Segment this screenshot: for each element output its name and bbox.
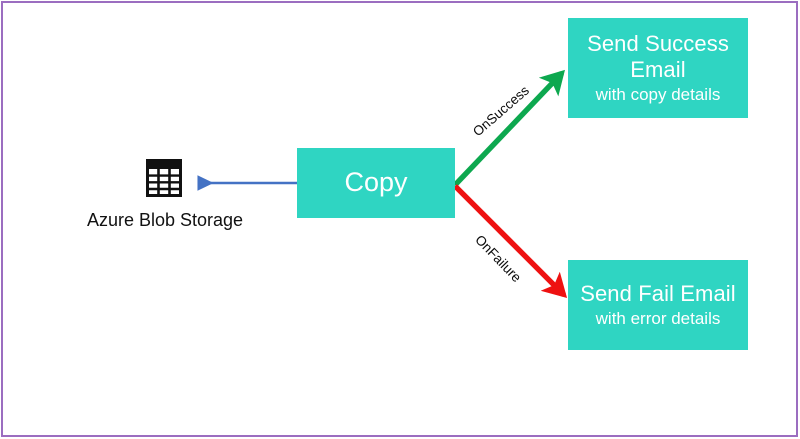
node-copy[interactable]: Copy [297, 148, 455, 218]
azure-blob-storage-node[interactable] [146, 158, 182, 198]
node-send-success-email[interactable]: Send Success Email with copy details [568, 18, 748, 118]
table-grid-icon [146, 159, 182, 197]
node-send-fail-email-label: Send Fail Email [580, 280, 736, 306]
node-send-fail-email-sublabel: with error details [595, 309, 721, 329]
edge-copy-to-failure [453, 184, 568, 299]
node-send-success-email-label: Send Success Email [587, 31, 729, 82]
node-copy-label: Copy [344, 167, 408, 198]
azure-blob-storage-label: Azure Blob Storage [86, 210, 244, 230]
edge-copy-to-success [453, 69, 565, 187]
node-send-success-email-sublabel: with copy details [595, 85, 721, 105]
node-send-fail-email[interactable]: Send Fail Email with error details [568, 260, 748, 350]
